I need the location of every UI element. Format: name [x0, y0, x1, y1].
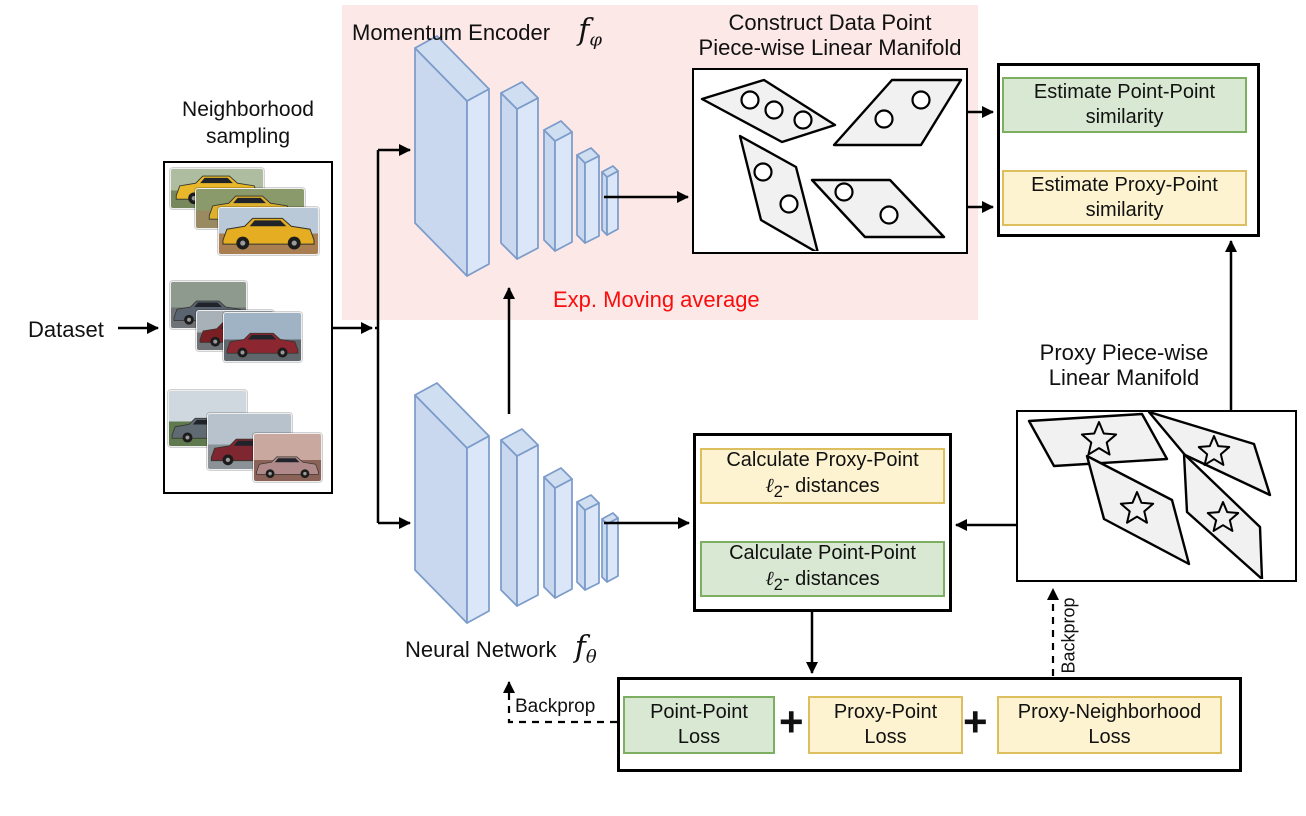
car-photo-hummer-3 [218, 207, 319, 255]
calculate-proxy-point-line1: Calculate Proxy-Point [726, 449, 919, 471]
backprop-left-label: Backprop [515, 696, 596, 717]
proxy-manifold-title: Proxy Piece-wise Linear Manifold [1039, 340, 1209, 390]
estimate-proxy-point-line2: similarity [1085, 199, 1164, 221]
point-point-loss-box: Point-Point Loss [623, 696, 775, 754]
neighborhood-sampling-label: Neighborhood sampling [182, 98, 314, 148]
proxy-neighborhood-loss-line2: Loss [1088, 726, 1131, 748]
car-photo-minivan-3 [253, 433, 322, 482]
proxy-manifold-box: .st{fill:#f1f1f1;stroke:#000;stroke-widt… [1016, 410, 1297, 582]
proxy-neighborhood-loss-line1: Proxy-Neighborhood [1017, 701, 1202, 723]
proxy-point-loss-line2: Loss [864, 726, 907, 748]
calculate-point-point-line2: ℓ2- distances [765, 566, 880, 594]
plus-sign-1: + [779, 698, 804, 745]
proxy-point-loss-line1: Proxy-Point [833, 701, 938, 723]
estimate-proxy-point-box: Estimate Proxy-Point similarity [1002, 170, 1247, 226]
exp-moving-average-label: Exp. Moving average [553, 287, 760, 312]
proxy-point-loss-box: Proxy-Point Loss [808, 696, 963, 754]
calculate-proxy-point-line2: ℓ2- distances [765, 473, 880, 501]
estimate-point-point-line2: similarity [1085, 106, 1164, 128]
neural-network-label: Neural Network fθ [405, 630, 597, 668]
estimate-point-point-box: Estimate Point-Point similarity [1002, 77, 1247, 133]
calculate-proxy-point-box: Calculate Proxy-Point ℓ2- distances [700, 448, 945, 504]
data-point-manifold-shapes [700, 78, 963, 255]
estimate-point-point-line1: Estimate Point-Point [1033, 81, 1216, 103]
momentum-f-symbol: fφ [578, 13, 602, 51]
calculate-point-point-line1: Calculate Point-Point [729, 542, 916, 564]
backprop-right-label: Backprop [1058, 597, 1079, 674]
dataset-label: Dataset [28, 317, 104, 342]
point-point-loss-line2: Loss [677, 726, 721, 748]
proxy-manifold-shapes: .st{fill:#f1f1f1;stroke:#000;stroke-widt… [1027, 410, 1272, 581]
proxy-neighborhood-loss-box: Proxy-Neighborhood Loss [997, 696, 1222, 754]
momentum-encoder-label: Momentum Encoder fφ [352, 13, 602, 51]
plus-sign-2: + [963, 698, 988, 745]
estimate-proxy-point-line1: Estimate Proxy-Point [1031, 174, 1218, 196]
point-point-loss-line1: Point-Point [650, 701, 748, 723]
data-point-manifold-box [692, 68, 968, 255]
calculate-point-point-box: Calculate Point-Point ℓ2- distances [700, 541, 945, 597]
car-photo-sedan-3 [223, 312, 302, 362]
construct-manifold-title: Construct Data Point Piece-wise Linear M… [698, 10, 962, 60]
neural-network-cnn-glyph [414, 382, 619, 624]
nn-f-symbol: fθ [574, 630, 597, 668]
